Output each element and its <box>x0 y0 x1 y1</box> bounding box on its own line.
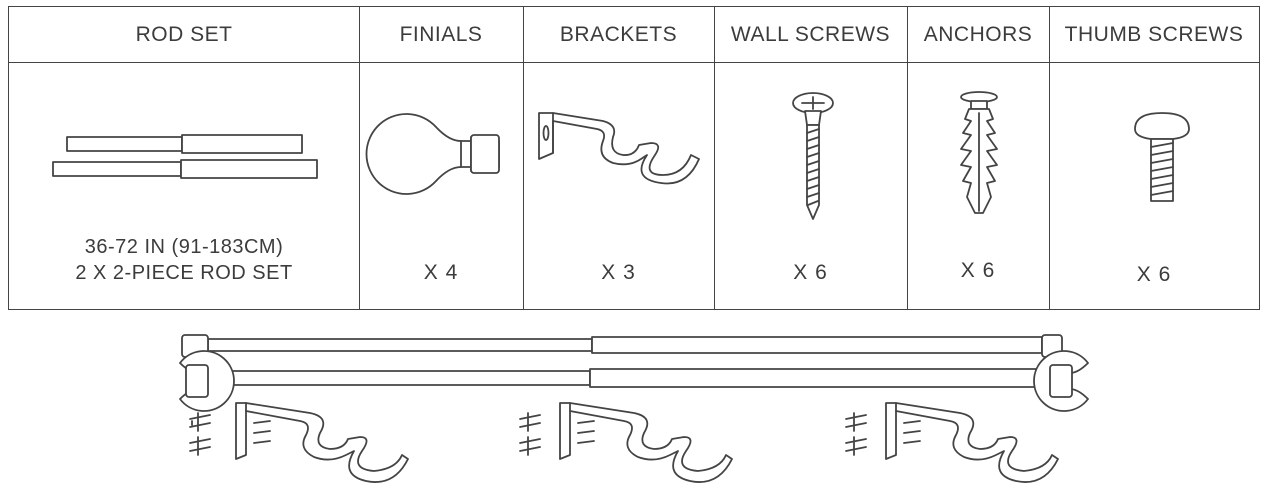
bracket-group-left <box>189 402 409 483</box>
rod-set-icon <box>52 134 318 179</box>
header-row <box>9 7 1259 63</box>
lower-rod <box>209 368 1051 388</box>
column-divider <box>359 7 360 309</box>
header-anchors: ANCHORS <box>923 23 1033 46</box>
rod-set-description: 2 X 2-PIECE ROD SET <box>75 262 293 284</box>
finial-icon <box>365 113 500 195</box>
column-divider <box>907 7 908 309</box>
column-divider <box>523 7 524 309</box>
bracket-icon <box>538 112 700 185</box>
finials-quantity: X 4 <box>423 261 459 284</box>
wall-screw-icon <box>792 92 834 220</box>
wall-screws-quantity: X 6 <box>793 261 828 284</box>
cell-thumb-screws: X 6 <box>1049 63 1259 309</box>
header-rod-set: ROD SET <box>135 23 233 46</box>
rod-set-length: 36-72 IN (91-183CM) <box>84 236 284 258</box>
parts-table: ROD SET FINIALS BRACKETS WALL SCREWS ANC… <box>8 6 1260 310</box>
cell-rod-set: 36-72 IN (91-183CM) 2 X 2-PIECE ROD SET <box>9 63 359 309</box>
column-divider <box>1049 7 1050 309</box>
header-thumb-screws: THUMB SCREWS <box>1064 23 1244 46</box>
brackets-quantity: X 3 <box>601 261 636 284</box>
assembled-rod-diagram <box>179 334 1089 483</box>
header-brackets: BRACKETS <box>559 23 678 46</box>
bracket-group-center <box>519 402 733 483</box>
left-finial <box>179 350 235 412</box>
upper-rod <box>181 334 1063 358</box>
anchor-icon <box>960 91 998 214</box>
header-wall-screws: WALL SCREWS <box>730 23 891 46</box>
thumb-screws-quantity: X 6 <box>1136 263 1172 286</box>
thumb-screw-icon <box>1134 112 1190 202</box>
cell-anchors: X 6 <box>907 63 1049 309</box>
right-finial <box>1033 350 1089 412</box>
column-divider <box>714 7 715 309</box>
cell-brackets: X 3 <box>523 63 714 309</box>
header-finials: FINIALS <box>399 23 483 46</box>
cell-wall-screws: X 6 <box>714 63 907 309</box>
anchors-quantity: X 6 <box>960 259 996 282</box>
cell-finials: X 4 <box>359 63 523 309</box>
bracket-group-right <box>845 402 1059 483</box>
